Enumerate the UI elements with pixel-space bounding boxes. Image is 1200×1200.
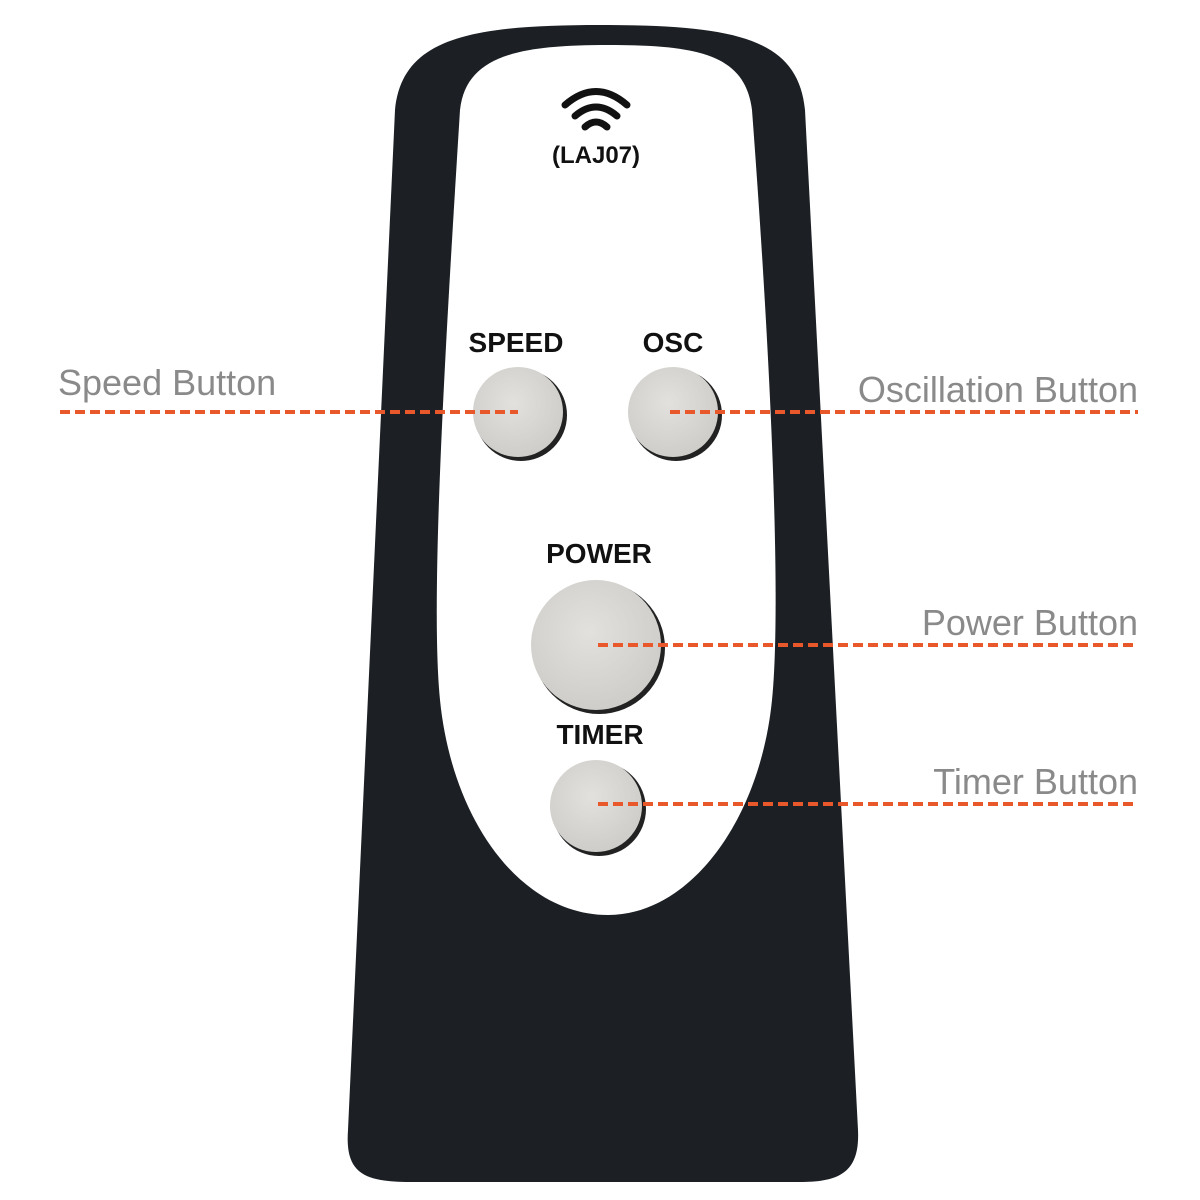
model-number: (LAJ07) [552,142,640,169]
remote-face [436,45,776,915]
osc-label: OSC [643,327,704,358]
power-button[interactable] [531,580,665,714]
oscillation-callout-text: Oscillation Button [858,369,1138,410]
power-callout-text: Power Button [922,602,1138,643]
speed-callout-text: Speed Button [58,362,276,403]
timer-label: TIMER [556,719,643,750]
power-label: POWER [546,538,652,569]
timer-callout-text: Timer Button [933,761,1138,802]
timer-button[interactable] [550,760,646,856]
wireless-signal-icon [561,88,631,131]
speed-label: SPEED [469,327,564,358]
